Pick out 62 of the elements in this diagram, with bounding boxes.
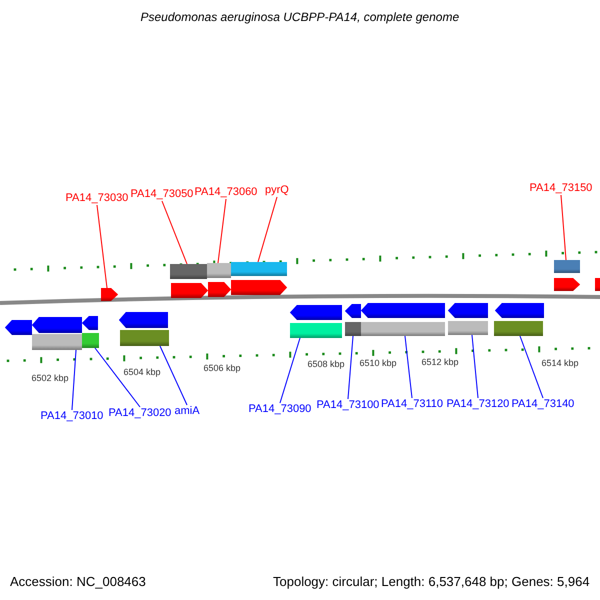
gene-label: PA14_73020: [108, 407, 172, 420]
leader-line: [160, 346, 188, 406]
scale-label: 6506 kbp: [204, 362, 241, 375]
gene-bar: [290, 323, 342, 338]
leader-line: [72, 350, 76, 410]
map-title: Pseudomonas aeruginosa UCBPP-PA14, complete genome: [140, 11, 460, 24]
leader-line: [94, 348, 140, 408]
gene-bar: [82, 333, 99, 348]
gene-label: PA14_73060: [194, 186, 258, 199]
scale-label: 6502 kbp: [32, 372, 69, 385]
gene-block: [290, 305, 342, 320]
gene-label: PA14_73120: [446, 398, 510, 411]
gene-bar: [207, 263, 231, 278]
leader-line: [404, 336, 412, 398]
footer-text: Accession: NC_008463: [10, 575, 146, 588]
leader-line: [258, 196, 278, 262]
leader-line: [218, 198, 226, 264]
gene-block: [208, 282, 231, 297]
gene-label: amiA: [174, 405, 200, 418]
gene-block: [171, 283, 208, 298]
gene-bar: [32, 334, 82, 350]
leader-line: [348, 336, 354, 400]
footer-text: Topology: circular; Length: 6,537,648 bp; Genes: 5,964: [273, 575, 590, 588]
leader-line: [560, 194, 566, 260]
leader-line: [96, 204, 108, 288]
gene-block: [554, 278, 580, 291]
gene-block: [32, 317, 82, 333]
gene-label: PA14_73030: [66, 192, 128, 205]
gene-label: pyrQ: [265, 184, 289, 197]
scale-label: 6510 kbp: [360, 357, 397, 370]
gene-block: [345, 304, 361, 318]
gene-bar: [345, 322, 361, 336]
gene-bar: [120, 330, 169, 346]
gene-label: PA14_73150: [530, 182, 592, 195]
gene-label: PA14_73110: [381, 398, 443, 411]
gene-label: PA14_73090: [248, 403, 312, 416]
gene-block: [231, 280, 287, 295]
scale-label: 6512 kbp: [422, 356, 459, 369]
leader-line: [162, 200, 188, 264]
gene-bar: [448, 321, 488, 335]
gene-block: [448, 303, 488, 318]
gene-label: PA14_73100: [316, 399, 380, 412]
scale-label: 6508 kbp: [308, 358, 345, 371]
scale-label: 6504 kbp: [124, 366, 161, 379]
leader-line: [520, 336, 544, 398]
gene-block: [495, 303, 544, 318]
gene-label: PA14_73050: [130, 188, 194, 201]
gene-block: [361, 303, 445, 318]
scale-label: 6514 kbp: [542, 357, 579, 370]
gene-bar: [361, 322, 445, 336]
gene-bar: [554, 260, 580, 273]
gene-block: [82, 316, 98, 330]
gene-label: PA14_73010: [40, 410, 104, 423]
gene-label: PA14_73140: [512, 398, 574, 411]
leader-line: [472, 334, 478, 398]
leader-line: [280, 338, 300, 404]
gene-bar: [494, 321, 543, 336]
gene-bar: [170, 264, 207, 279]
gene-block: [5, 320, 32, 335]
gene-block: [101, 288, 118, 301]
gene-bar: [231, 262, 287, 276]
gene-block: [119, 312, 168, 328]
